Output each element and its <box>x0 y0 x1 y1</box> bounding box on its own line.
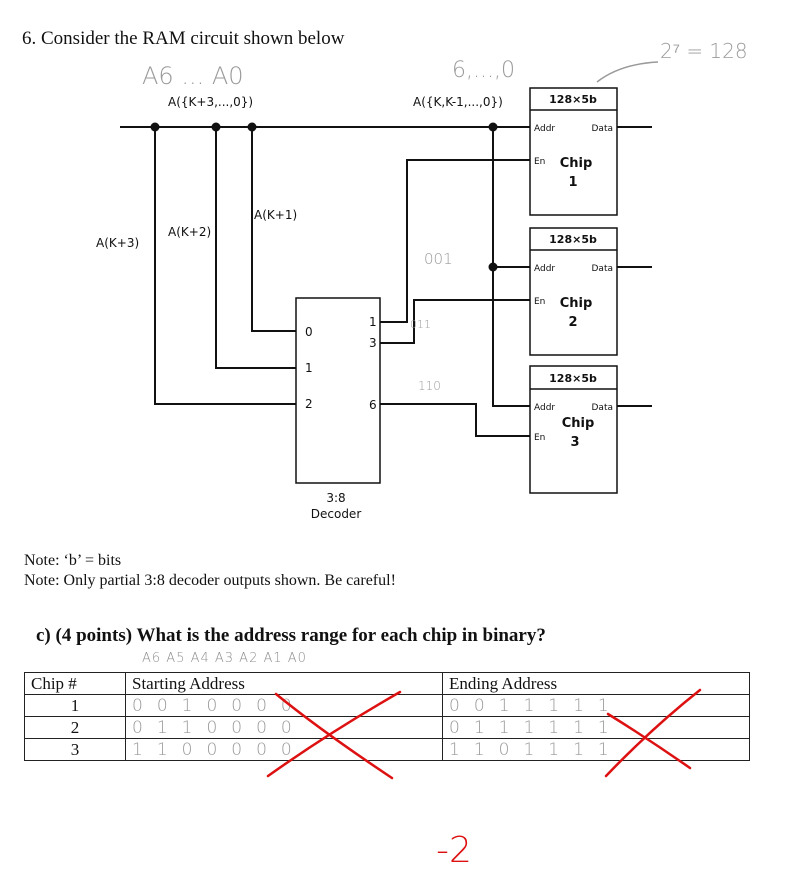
handwritten-code-001: 001 <box>424 250 453 268</box>
ending-address: 0011111 <box>442 694 750 717</box>
note-bits: Note: ‘b’ = bits <box>24 552 122 569</box>
chip-1: 128×5b Addr Data En Chip 1 <box>529 87 618 216</box>
header-starting-address: Starting Address <box>125 672 443 695</box>
svg-text:3: 3 <box>570 435 579 450</box>
wire-a-k2 <box>215 127 296 369</box>
label-a-k1: A(K+1) <box>254 208 297 222</box>
starting-address: 0110000 <box>125 716 443 739</box>
label-a-k3: A(K+3) <box>96 236 139 250</box>
header-chip: Chip # <box>24 672 126 695</box>
table-header-row: Chip # Starting Address Ending Address <box>24 672 750 695</box>
table-row: 3 1100000 1101111 <box>24 738 750 761</box>
decoder-name-2: Decoder <box>311 507 362 521</box>
decoder-in-1: 1 <box>305 361 313 375</box>
address-range-table: Chip # Starting Address Ending Address 1… <box>24 672 750 761</box>
junction-dot <box>211 122 221 132</box>
decoder-out-3: 3 <box>369 336 377 350</box>
svg-text:Addr: Addr <box>534 264 555 274</box>
ending-address: 1101111 <box>442 738 750 761</box>
chip-number: 3 <box>24 738 126 761</box>
starting-address: 1100000 <box>125 738 443 761</box>
ending-address: 0111111 <box>442 716 750 739</box>
svg-text:En: En <box>534 433 545 443</box>
capacity-arrow <box>596 61 659 83</box>
decoder-name: 3:8 <box>326 491 345 505</box>
decoder-in-2: 2 <box>305 397 313 411</box>
svg-text:Chip: Chip <box>560 156 593 171</box>
question-title: 6. Consider the RAM circuit shown below <box>22 28 345 49</box>
decoder-out-6: 6 <box>369 398 377 412</box>
decoder-in-0: 0 <box>305 325 313 339</box>
handwritten-capacity: 2⁷ = 128 <box>660 39 748 63</box>
svg-text:128×5b: 128×5b <box>549 372 597 385</box>
junction-dot <box>488 262 498 272</box>
decoder-box <box>295 297 381 484</box>
wire-addr-chip3 <box>492 267 530 407</box>
junction-dot <box>488 122 498 132</box>
svg-text:128×5b: 128×5b <box>549 233 597 246</box>
wire-en-chip3 <box>380 403 530 437</box>
svg-text:128×5b: 128×5b <box>549 93 597 106</box>
label-a-k2: A(K+2) <box>168 225 211 239</box>
svg-text:Addr: Addr <box>534 124 555 134</box>
bus-high-label: A({K+3,...,0}) <box>168 95 253 109</box>
svg-text:2: 2 <box>568 315 577 330</box>
svg-text:Data: Data <box>592 124 614 134</box>
handwritten-code-011: 011 <box>410 318 431 331</box>
ram-circuit-diagram: 0 1 2 1 3 6 3:8 Decoder A({K+3,...,0}) A… <box>96 39 748 521</box>
notes: Note: ‘b’ = bits Note: Only partial 3:8 … <box>24 551 396 591</box>
junction-dot <box>247 122 257 132</box>
svg-text:Data: Data <box>592 403 614 413</box>
table-row: 2 0110000 0111111 <box>24 716 750 739</box>
header-ending-address: Ending Address <box>442 672 750 695</box>
wire-addr-chip2 <box>492 127 530 268</box>
bus-low-label: A({K,K-1,...,0}) <box>413 95 503 109</box>
chip-number: 2 <box>24 716 126 739</box>
note-decoder: Note: Only partial 3:8 decoder outputs s… <box>24 572 396 589</box>
wire-en-chip1 <box>380 159 530 323</box>
chip-2: 128×5b Addr Data En Chip 2 <box>529 227 618 356</box>
chip-3: 128×5b Addr Data En Chip 3 <box>529 365 618 494</box>
handwritten-bits-range: 6,...,0 <box>452 58 515 83</box>
wire-a-k1 <box>251 127 296 332</box>
svg-text:Data: Data <box>592 264 614 274</box>
svg-text:En: En <box>534 157 545 167</box>
handwritten-code-110: 110 <box>418 379 441 393</box>
chip-number: 1 <box>24 694 126 717</box>
decoder-out-1: 1 <box>369 315 377 329</box>
svg-text:1: 1 <box>568 175 577 190</box>
svg-text:En: En <box>534 297 545 307</box>
score-mark: -2 <box>436 830 472 871</box>
svg-text:Chip: Chip <box>562 416 595 431</box>
starting-address: 0010000 <box>125 694 443 717</box>
svg-text:Chip: Chip <box>560 296 593 311</box>
junction-dot <box>150 122 160 132</box>
wire-a-k3 <box>154 127 296 405</box>
handwritten-column-bits: A6 A5 A4 A3 A2 A1 A0 <box>142 651 307 666</box>
handwritten-a-range: A6 ... A0 <box>142 62 244 90</box>
question-part-c: c) (4 points) What is the address range … <box>36 625 546 646</box>
svg-text:Addr: Addr <box>534 403 555 413</box>
wire-en-chip2 <box>380 299 530 344</box>
table-row: 1 0010000 0011111 <box>24 694 750 717</box>
